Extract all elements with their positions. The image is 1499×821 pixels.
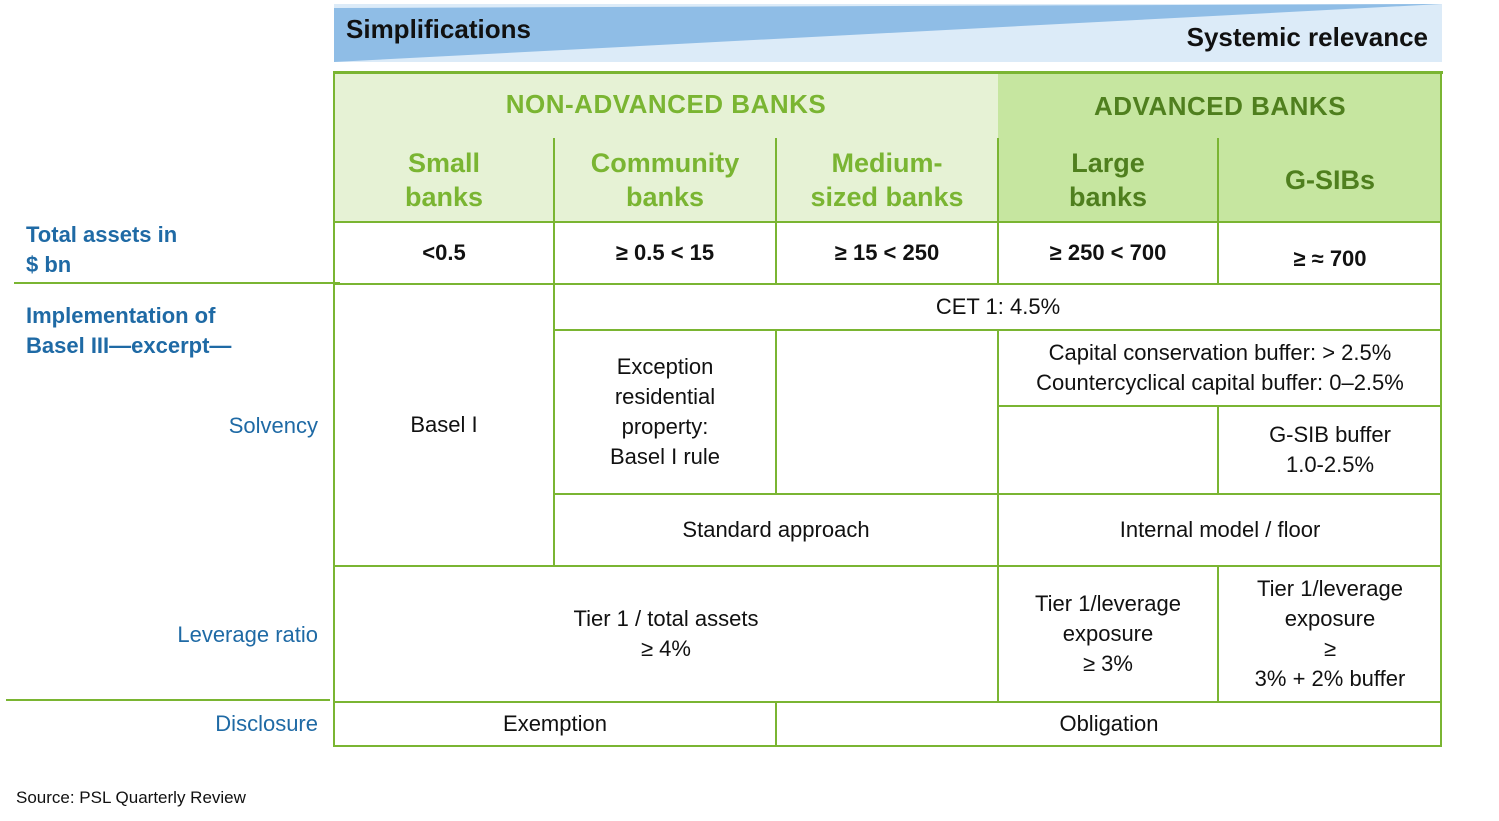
assets-gsib: ≥ ≈ 700 [1293,246,1367,271]
col-community-banks: Community banks [590,148,740,212]
gsib-buffer-cell: G-SIB buffer 1.0-2.5% [1269,422,1391,477]
source-note: Source: PSL Quarterly Review [16,788,246,807]
assets-community: ≥ 0.5 < 15 [615,240,715,265]
col-gsibs: G-SIBs [1284,165,1376,195]
disclosure-obligation-cell: Obligation [1059,711,1159,736]
leverage-gsib-cell: Tier 1/leverage exposure ≥ 3% + 2% buffe… [1254,576,1406,691]
total-assets-label: Total assets in $ bn [26,222,178,277]
col-medium-sized-banks: Medium- sized banks [810,148,964,212]
basel-i-cell: Basel I [410,412,478,437]
leverage-large-cell: Tier 1/leverage exposure ≥ 3% [1035,591,1181,676]
implementation-label: Implementation of Basel III—excerpt— [26,303,232,358]
advanced-header-bg [998,72,1442,222]
advanced-banks-header: ADVANCED BANKS [1093,90,1347,121]
cet1-cell: CET 1: 4.5% [935,294,1061,319]
disclosure-exemption-cell: Exemption [503,711,607,736]
non-advanced-header-bg [334,72,998,222]
systemic-relevance-label: Systemic relevance [1186,22,1428,52]
standard-approach-cell: Standard approach [682,517,870,542]
simplifications-label: Simplifications [346,14,531,44]
assets-medium: ≥ 15 < 250 [834,240,940,265]
capital-buffers-cell: Capital conservation buffer: > 2.5% Coun… [1036,340,1404,395]
internal-model-cell: Internal model / floor [1119,517,1321,542]
assets-large: ≥ 250 < 700 [1049,240,1167,265]
banner-gradient-shape [334,4,1442,62]
assets-small: <0.5 [422,240,466,265]
leverage-ratio-label: Leverage ratio [177,622,318,647]
exception-residential-cell: Exception residential property: Basel I … [609,354,721,469]
disclosure-label: Disclosure [215,711,318,736]
non-advanced-banks-header: NON-ADVANCED BANKS [505,88,827,119]
col-large-banks: Large banks [1068,148,1148,212]
solvency-label: Solvency [228,413,318,438]
col-small-banks: Small banks [404,148,484,212]
relevance-banner: Simplifications Systemic relevance [334,4,1442,62]
leverage-non-advanced-cell: Tier 1 / total assets ≥ 4% [573,606,759,661]
